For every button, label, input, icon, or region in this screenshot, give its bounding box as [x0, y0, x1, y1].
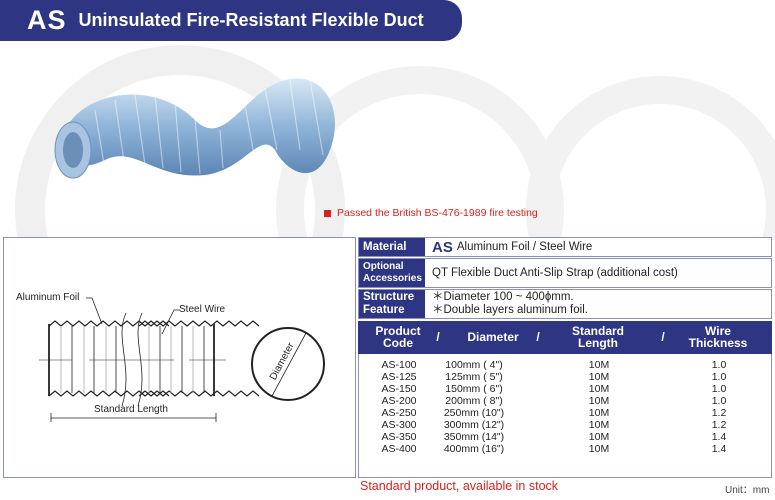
duct-diagram: Aluminum Foil Steel Wire Standard Length… [3, 237, 356, 478]
structure-label-2: Feature [363, 304, 405, 316]
accessories-value: QT Flexible Duct Anti-Slip Strap (additi… [432, 267, 678, 279]
table-cell: AS-200 [381, 395, 417, 407]
table-cell: 1.2 [711, 419, 727, 431]
steel-wire-label: Steel Wire [179, 304, 226, 315]
aluminum-foil-label: Aluminum Foil [16, 292, 80, 303]
table-cell: 125mm ( 5") [445, 371, 503, 383]
table-cell: 350mm (14") [443, 431, 505, 443]
table-cell: 300mm (12") [443, 419, 505, 431]
note-text: Passed the British BS-476-1989 fire test… [337, 207, 538, 219]
table-cell: 1.0 [711, 395, 727, 407]
material-value: Aluminum Foil / Steel Wire [456, 241, 593, 253]
table-cell: AS-350 [381, 431, 417, 443]
structure-label-1: Structure [363, 291, 415, 303]
structure-line-1: ＊Diameter 100 ~ 400ϕmm. [432, 291, 574, 303]
structure-line-2: ＊Double layers aluminum foil. [432, 304, 588, 316]
header-sep: / [661, 330, 665, 344]
duct-photo [54, 78, 335, 179]
accessories-label-1: Optional [363, 261, 404, 272]
table-cell: 250mm (10") [443, 407, 505, 419]
unit-label: Unit：mm [725, 485, 770, 496]
table-cell: AS-400 [381, 443, 417, 455]
table-cell: AS-150 [381, 383, 417, 395]
table-cell: AS-300 [381, 419, 417, 431]
table-cell: 400mm (16") [443, 443, 505, 455]
table-cell: 10M [588, 431, 610, 443]
title-banner: AS Uninsulated Fire-Resistant Flexible D… [0, 0, 462, 41]
accessories-label-2: Accessories [363, 273, 422, 284]
table-cell: 10M [588, 383, 610, 395]
table-cell: 150mm ( 6") [445, 383, 503, 395]
page-title: Uninsulated Fire-Resistant Flexible Duct [78, 10, 424, 30]
product-code: AS [27, 5, 67, 35]
table-cell: 10M [588, 419, 610, 431]
table-cell: 10M [588, 407, 610, 419]
table-cell: 100mm ( 4") [445, 359, 503, 371]
table-row: AS-350 350mm (14") 10M 1.4 [359, 431, 771, 443]
table-row: AS-100 100mm ( 4") 10M 1.0 [359, 359, 771, 371]
table-cell: 10M [588, 443, 610, 455]
table-cell: 10M [588, 371, 610, 383]
table-row: AS-125 125mm ( 5") 10M 1.0 [359, 371, 771, 383]
stock-note: Standard product, available in stock [360, 479, 559, 493]
table-cell: 1.0 [711, 371, 727, 383]
header-sep: / [436, 330, 440, 344]
table-cell: AS-250 [381, 407, 417, 419]
header-diameter: Diameter [467, 330, 519, 344]
table-cell: 1.0 [711, 359, 727, 371]
table-row: AS-400 400mm (16") 10M 1.4 [359, 443, 771, 455]
table-row: AS-200 200mm ( 8") 10M 1.0 [359, 395, 771, 407]
header-thickness-2: Thickness [688, 336, 748, 350]
material-label: Material [359, 238, 425, 256]
header-length-1: Standard [571, 324, 624, 338]
table-row: AS-150 150mm ( 6") 10M 1.0 [359, 383, 771, 395]
standard-length-label: Standard Length [94, 404, 168, 415]
table-cell: 1.2 [711, 407, 727, 419]
table-cell: 200mm ( 8") [445, 395, 503, 407]
header-sep: / [536, 330, 540, 344]
header-thickness-1: Wire [705, 324, 731, 338]
table-cell: 10M [588, 359, 610, 371]
table-cell: 1.4 [711, 431, 727, 443]
table-cell: 1.0 [711, 383, 727, 395]
fire-test-note: Passed the British BS-476-1989 fire test… [324, 207, 538, 219]
material-code: AS [432, 238, 453, 256]
table-cell: 1.4 [711, 443, 727, 455]
table-row: AS-250 250mm (10") 10M 1.2 [359, 407, 771, 419]
red-square-icon [324, 209, 331, 217]
table-row: AS-300 300mm (12") 10M 1.2 [359, 419, 771, 431]
header-length-2: Length [578, 336, 618, 350]
table-cell: AS-125 [381, 371, 417, 383]
header-code-2: Code [383, 336, 413, 350]
table-cell: 10M [588, 395, 610, 407]
table-cell: AS-100 [381, 359, 417, 371]
header-code-1: Product [375, 324, 421, 338]
